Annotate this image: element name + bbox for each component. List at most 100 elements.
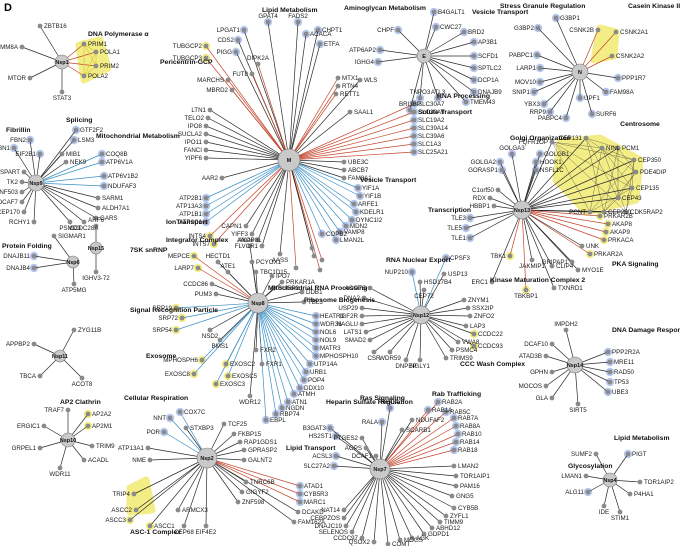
gene-node: [471, 53, 477, 59]
gene-node: [443, 355, 449, 361]
gene-node: [219, 175, 225, 181]
complex-edge: [617, 147, 637, 173]
hub-node-nsp7: [369, 458, 391, 480]
hub-label-nsp9: Nsp9: [29, 181, 42, 187]
gene-node: [327, 425, 333, 431]
gene-label: AAR2: [202, 175, 219, 182]
gene-label: ATP1B1: [179, 211, 202, 218]
gene-node: [411, 109, 417, 115]
edge-nsp2-CEP68: [183, 457, 208, 527]
complex-edge: [83, 43, 97, 67]
gene-label: ACACA: [310, 31, 332, 38]
edge-nsp2-ASCC1: [149, 457, 208, 527]
hub-node-nsp15: [89, 241, 103, 255]
gene-label: CSNK2B: [569, 27, 594, 34]
gene-node: [89, 443, 95, 449]
gene-node: [213, 381, 219, 387]
gene-label: ZNF503: [0, 189, 19, 196]
edge-m-INTS7: [213, 159, 290, 245]
gene-label: POLA1: [100, 49, 121, 56]
gene-node: [265, 19, 271, 25]
gene-node: [293, 265, 299, 271]
gene-label: CPSF3: [450, 255, 471, 262]
gene-label: SLC27A2: [304, 463, 331, 470]
module-title: Vesicle Transport: [360, 177, 417, 184]
gene-label: GOLGA2: [471, 159, 497, 166]
edge-nsp8-MPHOSPH6: [201, 302, 259, 361]
gene-node: [127, 517, 133, 523]
gene-node: [81, 41, 87, 47]
gene-node: [549, 395, 555, 401]
edge-nsp13-GOLGA3: [511, 153, 523, 211]
gene-node: [471, 77, 477, 83]
module-title: Centrosome: [620, 121, 660, 128]
gene-node: [367, 285, 373, 291]
module-title: ASC-1 Complex: [130, 529, 181, 536]
edge-nsp7-MOGS: [379, 468, 401, 541]
gene-node: [235, 499, 241, 505]
gene-node: [255, 61, 261, 67]
gene-node: [629, 185, 635, 191]
edge-nsp9-GARS: [35, 182, 97, 219]
hub-node-nsp11: [53, 349, 67, 363]
module-title: CCC Wash Complex: [460, 361, 525, 368]
gene-node: [79, 375, 85, 381]
gene-label: SNIP1: [512, 89, 530, 96]
edge-nsp8-ATMH: [257, 302, 295, 395]
edge-e-ATL3: [423, 55, 439, 99]
gene-label: RCHY1: [9, 219, 31, 226]
gene-node: [243, 479, 249, 485]
gene-node: [161, 429, 167, 435]
module-title: Stress Granule Regulation: [500, 3, 585, 10]
gene-node: [363, 445, 369, 451]
module-title: Lipid Metabolism: [262, 7, 318, 14]
gene-node: [534, 52, 540, 58]
gene-node: [93, 49, 99, 55]
gene-node: [203, 219, 209, 225]
gene-label: SRP72: [158, 315, 178, 322]
gene-label: DNPEP: [395, 363, 416, 370]
gene-node: [575, 267, 581, 273]
gene-label: CCDC97: [333, 535, 358, 542]
gene-node: [385, 541, 391, 546]
gene-label: TRIM9: [96, 443, 115, 450]
gene-label: ATAD3B: [519, 353, 542, 360]
gene-node: [93, 223, 99, 229]
gene-label: RAB18: [458, 447, 478, 454]
gene-node: [357, 77, 363, 83]
gene-label: PUM3: [195, 291, 213, 298]
gene-label: FBN1: [0, 145, 11, 152]
gene-label: ATP6V1B2: [108, 173, 139, 180]
hub-label-m: M: [287, 158, 292, 164]
gene-node: [21, 209, 27, 215]
gene-node: [409, 417, 415, 423]
gene-label: DCAF10: [524, 341, 548, 348]
gene-label: NME: [132, 457, 146, 464]
hub-label-nsp4: Nsp4: [603, 478, 616, 484]
gene-label: SCFD1: [478, 53, 499, 60]
gene-node: [403, 357, 409, 363]
gene-node: [421, 531, 427, 537]
gene-label: ACSL3: [312, 453, 332, 460]
gene-node: [269, 273, 275, 279]
hub-node-nsp8: [247, 292, 269, 314]
hub-label-nsp13: Nsp13: [514, 208, 530, 214]
edge-m-MARCHS: [227, 79, 290, 161]
gene-label: ASCC2: [111, 507, 132, 514]
hub-node-nsp4: [602, 472, 618, 488]
module-title: Integrator Complex: [166, 237, 229, 244]
gene-node: [145, 445, 151, 451]
hub-node-e: [416, 48, 432, 64]
gene-label: YIPF6: [185, 155, 203, 162]
gene-node: [333, 433, 339, 439]
gene-label: RAB7A: [458, 415, 479, 422]
edge-m-ATP1B1: [205, 159, 290, 215]
gene-label: RAB2A: [442, 399, 463, 406]
gene-label: TOR1AIP1: [460, 473, 490, 480]
gene-node: [239, 489, 245, 495]
gene-node: [313, 313, 319, 319]
gene-node: [379, 419, 385, 425]
gene-node: [363, 329, 369, 335]
gene-node: [607, 379, 613, 385]
